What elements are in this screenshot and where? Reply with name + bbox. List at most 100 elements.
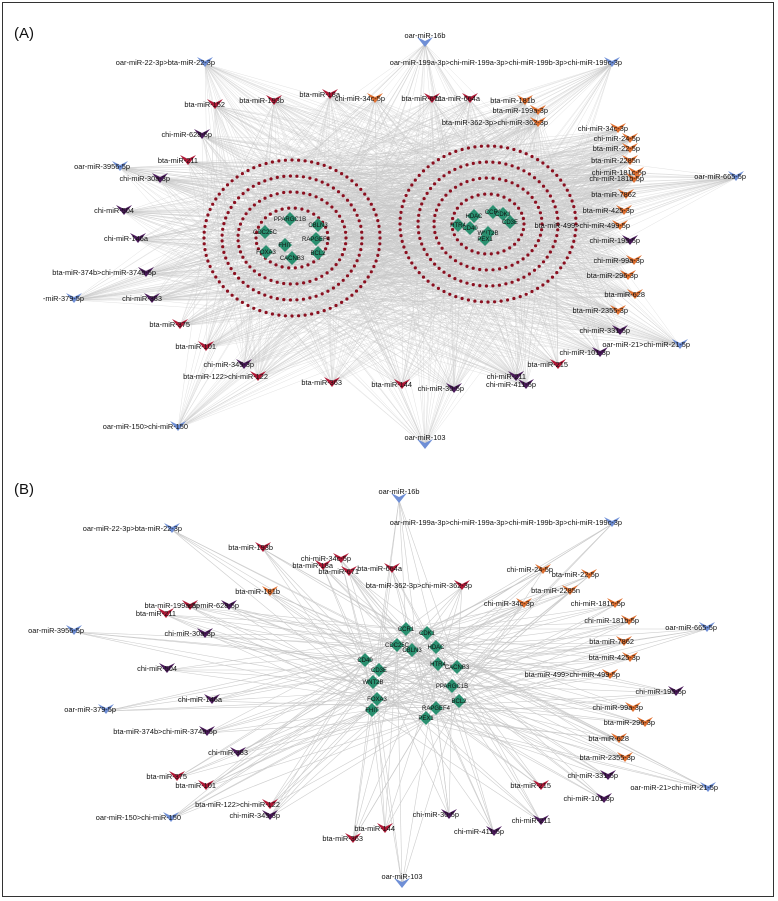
- mirna-node-bta-mir-296-3p[interactable]: bta-miR-296-3p: [587, 270, 638, 280]
- mirna-node-bta-mir-122-chi-mir-122[interactable]: bta-miR-122>chi-miR-122: [195, 799, 280, 809]
- hub-gene-cacnb3[interactable]: CACNB3: [445, 660, 470, 674]
- mirna-node-oar-mir-16b[interactable]: oar-miR-16b: [378, 487, 420, 503]
- mirna-node-bta-mir-181b[interactable]: bta-miR-181b: [490, 95, 535, 105]
- mirna-node-oar-mir-21-chi-mir-21-5p[interactable]: oar-miR-21>chi-miR-21-5p: [630, 782, 718, 792]
- mirna-node-chi-mir-101-3p[interactable]: chi-miR-101-3p: [559, 347, 610, 357]
- mirna-node-bta-mir-199a-3p[interactable]: bta-miR-199a-3p: [493, 105, 548, 115]
- mirna-node-chi-mir-181c-5p[interactable]: chi-miR-181c-5p: [592, 167, 646, 177]
- mirna-node-bta-mir-152[interactable]: bta-miR-152: [184, 99, 225, 109]
- hub-gene-rapgef4[interactable]: RAPGEF4: [422, 701, 451, 715]
- hub-gene-ccr1[interactable]: CCR1: [398, 622, 415, 636]
- mirna-node-bta-mir-374b-chi-mir-374b-5p[interactable]: bta-miR-374b>chi-miR-374b-5p: [52, 267, 156, 277]
- mirna-node-bta-mir-199a-3p[interactable]: bta-miR-199a-3p: [145, 600, 200, 610]
- mirna-node-bta-mir-363[interactable]: bta-miR-363: [322, 833, 363, 843]
- mirna-node-bta-mir-2285n[interactable]: bta-miR-2285n: [591, 155, 640, 165]
- mirna-node-chi-mir-146a[interactable]: chi-miR-146a: [104, 233, 149, 243]
- mirna-node-chi-mir-30-5p[interactable]: chi-miR-30-5p: [413, 809, 459, 819]
- mirna-node-bta-mir-499-chi-mir-499-5p[interactable]: bta-miR-499>chi-miR-499-5p: [535, 220, 631, 230]
- mirna-node-oar-mir-103[interactable]: oar-miR-103: [381, 872, 423, 888]
- mirna-node-chi-mir-24-5p[interactable]: chi-miR-24-5p: [594, 133, 640, 143]
- hub-gene-ppargc1b[interactable]: PPARGC1B: [274, 212, 306, 226]
- mirna-node-chi-mir-411-5p[interactable]: chi-miR-411-5p: [486, 379, 536, 389]
- mirna-node-oar-mir-103[interactable]: oar-miR-103: [404, 433, 446, 449]
- hub-gene-hdac[interactable]: HDAC: [465, 209, 483, 223]
- mirna-node-oar-mir-150-chi-mir-150[interactable]: oar-miR-150>chi-miR-150: [96, 812, 181, 822]
- hub-gene-cd3e[interactable]: CD3E: [502, 215, 518, 229]
- mirna-node-chi-mir-345-3p[interactable]: chi-miR-345-3p: [229, 810, 280, 820]
- hub-gene-foxa3[interactable]: FOXA3: [367, 692, 387, 706]
- mirna-node-oar-mir-3956-5p[interactable]: oar-miR-3956-5p: [74, 161, 130, 171]
- hub-gene-wnt2b[interactable]: WNT2B: [363, 675, 384, 689]
- hub-gene-htr4[interactable]: HTR4: [450, 218, 466, 232]
- mirna-node-bta-mir-144[interactable]: bta-miR-144: [354, 823, 395, 833]
- mirna-node-bta-mir-18a[interactable]: bta-miR-18a: [299, 89, 341, 99]
- mirna-node-bta-mir-664a[interactable]: bta-miR-664a: [435, 93, 481, 103]
- hub-gene-cbln3[interactable]: CBLN3: [402, 643, 422, 657]
- mirna-node-chi-mir-504[interactable]: chi-miR-504: [94, 205, 134, 215]
- mirna-node-bta-mir-2285n[interactable]: bta-miR-2285n: [531, 585, 580, 595]
- mirna-node-bta-mir-211[interactable]: bta-miR-211: [136, 608, 176, 618]
- hub-gene-cd40[interactable]: CD40: [462, 221, 478, 235]
- mirna-node-chi-mir-24-5p[interactable]: chi-miR-24-5p: [507, 564, 553, 574]
- mirna-node-bta-mir-375[interactable]: bta-miR-375: [149, 319, 190, 329]
- mirna-node-oar-mir-150-chi-mir-150[interactable]: oar-miR-150>chi-miR-150: [103, 421, 188, 431]
- mirna-node-bta-mir-22-5p[interactable]: bta-miR-22-5p: [552, 569, 599, 579]
- mirna-node-chi-mir-146a[interactable]: chi-miR-146a: [178, 694, 223, 704]
- mirna-node-oar-mir-3956-5p[interactable]: oar-miR-3956-5p: [28, 625, 84, 635]
- mirna-node-bta-mir-296-3p[interactable]: bta-miR-296-3p: [604, 717, 655, 727]
- mirna-node-bta-mir-362-3p-chi-mir-362-3p[interactable]: bta-miR-362-3p>chi-miR-362-3p: [366, 580, 472, 590]
- mirna-node-chi-mir-30a-3p[interactable]: chi-miR-30a-3p: [119, 173, 170, 183]
- hub-gene-hdac[interactable]: HDAC: [427, 640, 445, 654]
- hub-gene-cd40[interactable]: CD40: [357, 653, 373, 667]
- mirna-node-oar-mir-16b[interactable]: oar-miR-16b: [404, 31, 446, 47]
- hub-gene-cdc25c[interactable]: CDC25C: [253, 225, 278, 239]
- mirna-node-chi-mir-99a-3p[interactable]: chi-miR-99a-3p: [592, 702, 643, 712]
- mirna-node-oar-mir-22-3p-bta-mir-22-3p[interactable]: oar-miR-22-3p>bta-miR-22-3p: [116, 57, 215, 67]
- hub-gene-ppargc1b[interactable]: PPARGC1B: [436, 679, 468, 693]
- mirna-node-chi-mir-331-5p[interactable]: chi-miR-331-5p: [567, 770, 618, 780]
- mirna-node-bta-mir-664a[interactable]: bta-miR-664a: [357, 563, 403, 573]
- mirna-node-bta-mir-671[interactable]: bta-miR-671: [318, 566, 359, 576]
- mirna-node-chi-mir-504[interactable]: chi-miR-504: [137, 663, 177, 673]
- hub-gene-cacnb3[interactable]: CACNB3: [280, 251, 305, 265]
- mirna-node-bta-mir-671[interactable]: bta-miR-671: [401, 93, 442, 103]
- hub-gene-bcl2[interactable]: BCL2: [451, 694, 467, 708]
- mirna-node-chi-mir-331-5p[interactable]: chi-miR-331-5p: [579, 325, 630, 335]
- mirna-node-bta-mir-18a[interactable]: bta-miR-18a: [292, 560, 334, 570]
- hub-gene-pex1[interactable]: PEX1: [418, 711, 434, 725]
- hub-gene-cdc25c[interactable]: CDC25C: [385, 638, 410, 652]
- mirna-node-bta-mir-215[interactable]: bta-miR-215: [527, 359, 568, 369]
- hub-gene-foxa3[interactable]: FOXA3: [256, 245, 276, 259]
- mirna-node-oar-mir-379-5p[interactable]: oar-miR-379-5p: [64, 704, 116, 714]
- mirna-node-oar-mir-199a-3p-chi-mir-199a-3p-chi-mir-199b-3p-chi-mir-199c-3p[interactable]: oar-miR-199a-3p>chi-miR-199a-3p>chi-miR-…: [390, 517, 622, 527]
- mirna-node-bta-mir-211[interactable]: bta-miR-211: [158, 155, 198, 165]
- hub-gene-fhit[interactable]: FHIT: [278, 238, 292, 252]
- hub-gene-cdk1[interactable]: CDK1: [419, 626, 436, 640]
- mirna-node-chi-mir-181b-5p[interactable]: chi-miR-181b-5p: [584, 615, 639, 625]
- mirna-node-bta-mir-374b-chi-mir-374b-5p[interactable]: bta-miR-374b>chi-miR-374b-5p: [113, 726, 217, 736]
- hub-gene-cd3e[interactable]: CD3E: [371, 663, 387, 677]
- mirna-node-bta-mir-425-3p[interactable]: bta-miR-425-3p: [589, 652, 640, 662]
- hub-gene-ccr1[interactable]: CCR1: [485, 205, 502, 219]
- mirna-node-chi-mir-34c-3p[interactable]: chi-miR-34c-3p: [484, 598, 534, 608]
- hub-gene-pex1[interactable]: PEX1: [477, 232, 493, 246]
- mirna-node-chi-mir-628-5p[interactable]: chi-miR-628-5p: [188, 600, 239, 610]
- mirna-node-chi-mir-195-5p[interactable]: chi-miR-195-5p: [635, 686, 686, 696]
- mirna-node-bta-mir-628[interactable]: bta-miR-628: [588, 733, 629, 743]
- mirna-node-bta-mir-193b[interactable]: bta-miR-193b: [228, 542, 273, 552]
- mirna-node-chi-mir-383[interactable]: chi-miR-383: [208, 747, 248, 757]
- mirna-node-bta-mir-101[interactable]: bta-miR-101: [175, 780, 216, 790]
- mirna-node-bta-mir-144[interactable]: bta-miR-144: [371, 379, 412, 389]
- mirna-node-bta-mir-362-3p-chi-mir-362-3p[interactable]: bta-miR-362-3p>chi-miR-362-3p: [442, 117, 548, 127]
- mirna-node-bta-mir-363[interactable]: bta-miR-363: [301, 377, 342, 387]
- hub-gene-htr4[interactable]: HTR4: [430, 657, 446, 671]
- mirna-node-chi-mir-181b-5p[interactable]: chi-miR-181b-5p: [589, 173, 644, 183]
- hub-gene-rapgef4[interactable]: RAPGEF4: [302, 232, 331, 246]
- mirna-node-chi-mir-34c-5p[interactable]: chi-miR-34c-5p: [301, 553, 351, 563]
- mirna-node-oar-mir-22-3p-bta-mir-22-3p[interactable]: oar-miR-22-3p>bta-miR-22-3p: [83, 523, 182, 533]
- mirna-node-bta-mir-101[interactable]: bta-miR-101: [175, 341, 216, 351]
- mirna-node-oar-mir-665-5p[interactable]: oar-miR-665-5p: [665, 622, 717, 632]
- mirna-node-bta-mir-499-chi-mir-499-5p[interactable]: bta-miR-499>chi-miR-499-5p: [525, 669, 621, 679]
- mirna-node-bta-mir-7862[interactable]: bta-miR-7862: [589, 636, 634, 646]
- mirna-node-chi-mir-30a-3p[interactable]: chi-miR-30a-3p: [164, 628, 215, 638]
